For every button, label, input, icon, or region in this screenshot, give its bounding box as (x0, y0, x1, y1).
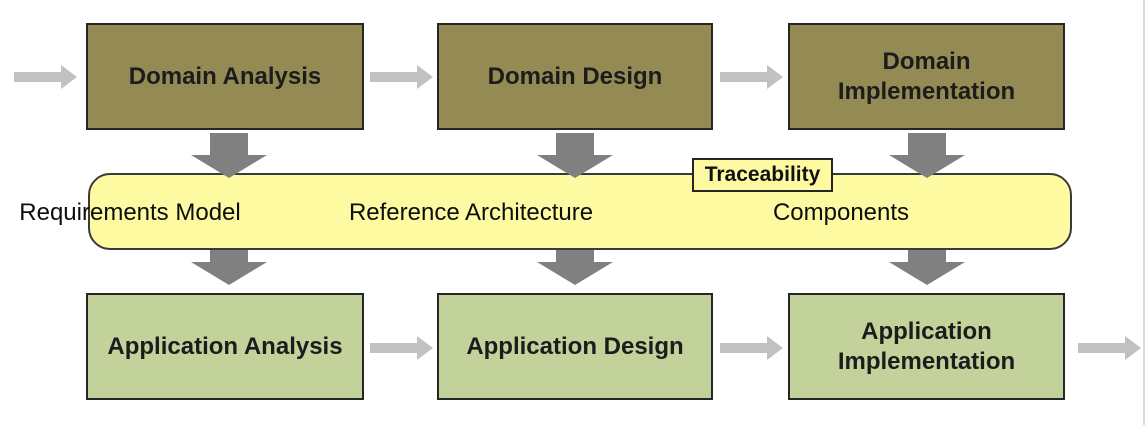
box-domain-design: Domain Design (437, 23, 713, 130)
box-domain-implementation: Domain Implementation (788, 23, 1065, 130)
traceability-band (88, 173, 1072, 250)
box-application-design: Application Design (437, 293, 713, 400)
arrow-down-icon (191, 133, 267, 178)
band-item-requirements-model: Requirements Model (19, 198, 241, 226)
box-label: Application Analysis (107, 332, 343, 360)
arrow-down-icon (889, 133, 965, 178)
box-application-analysis: Application Analysis (86, 293, 364, 400)
box-label: Domain Design (487, 62, 663, 90)
traceability-tag: Traceability (692, 158, 833, 192)
box-label: Application Implementation (837, 318, 1016, 375)
arrow-right-icon (370, 65, 433, 89)
page-edge-line (1143, 0, 1145, 425)
box-label: Domain Implementation (837, 48, 1016, 105)
traceability-tag-label: Traceability (704, 163, 821, 186)
box-application-implementation: Application Implementation (788, 293, 1065, 400)
arrow-down-icon (537, 240, 613, 285)
arrow-down-icon (537, 133, 613, 178)
arrow-right-icon (720, 65, 783, 89)
box-label: Application Design (466, 332, 684, 360)
arrow-down-icon (191, 240, 267, 285)
arrow-right-icon (370, 336, 433, 360)
band-item-components: Components (772, 198, 910, 226)
box-domain-analysis: Domain Analysis (86, 23, 364, 130)
box-label: Domain Analysis (128, 62, 322, 90)
band-item-reference-architecture: Reference Architecture (348, 198, 594, 226)
arrow-right-icon (14, 65, 77, 89)
arrow-down-icon (889, 240, 965, 285)
arrow-right-icon (1078, 336, 1141, 360)
arrow-right-icon (720, 336, 783, 360)
